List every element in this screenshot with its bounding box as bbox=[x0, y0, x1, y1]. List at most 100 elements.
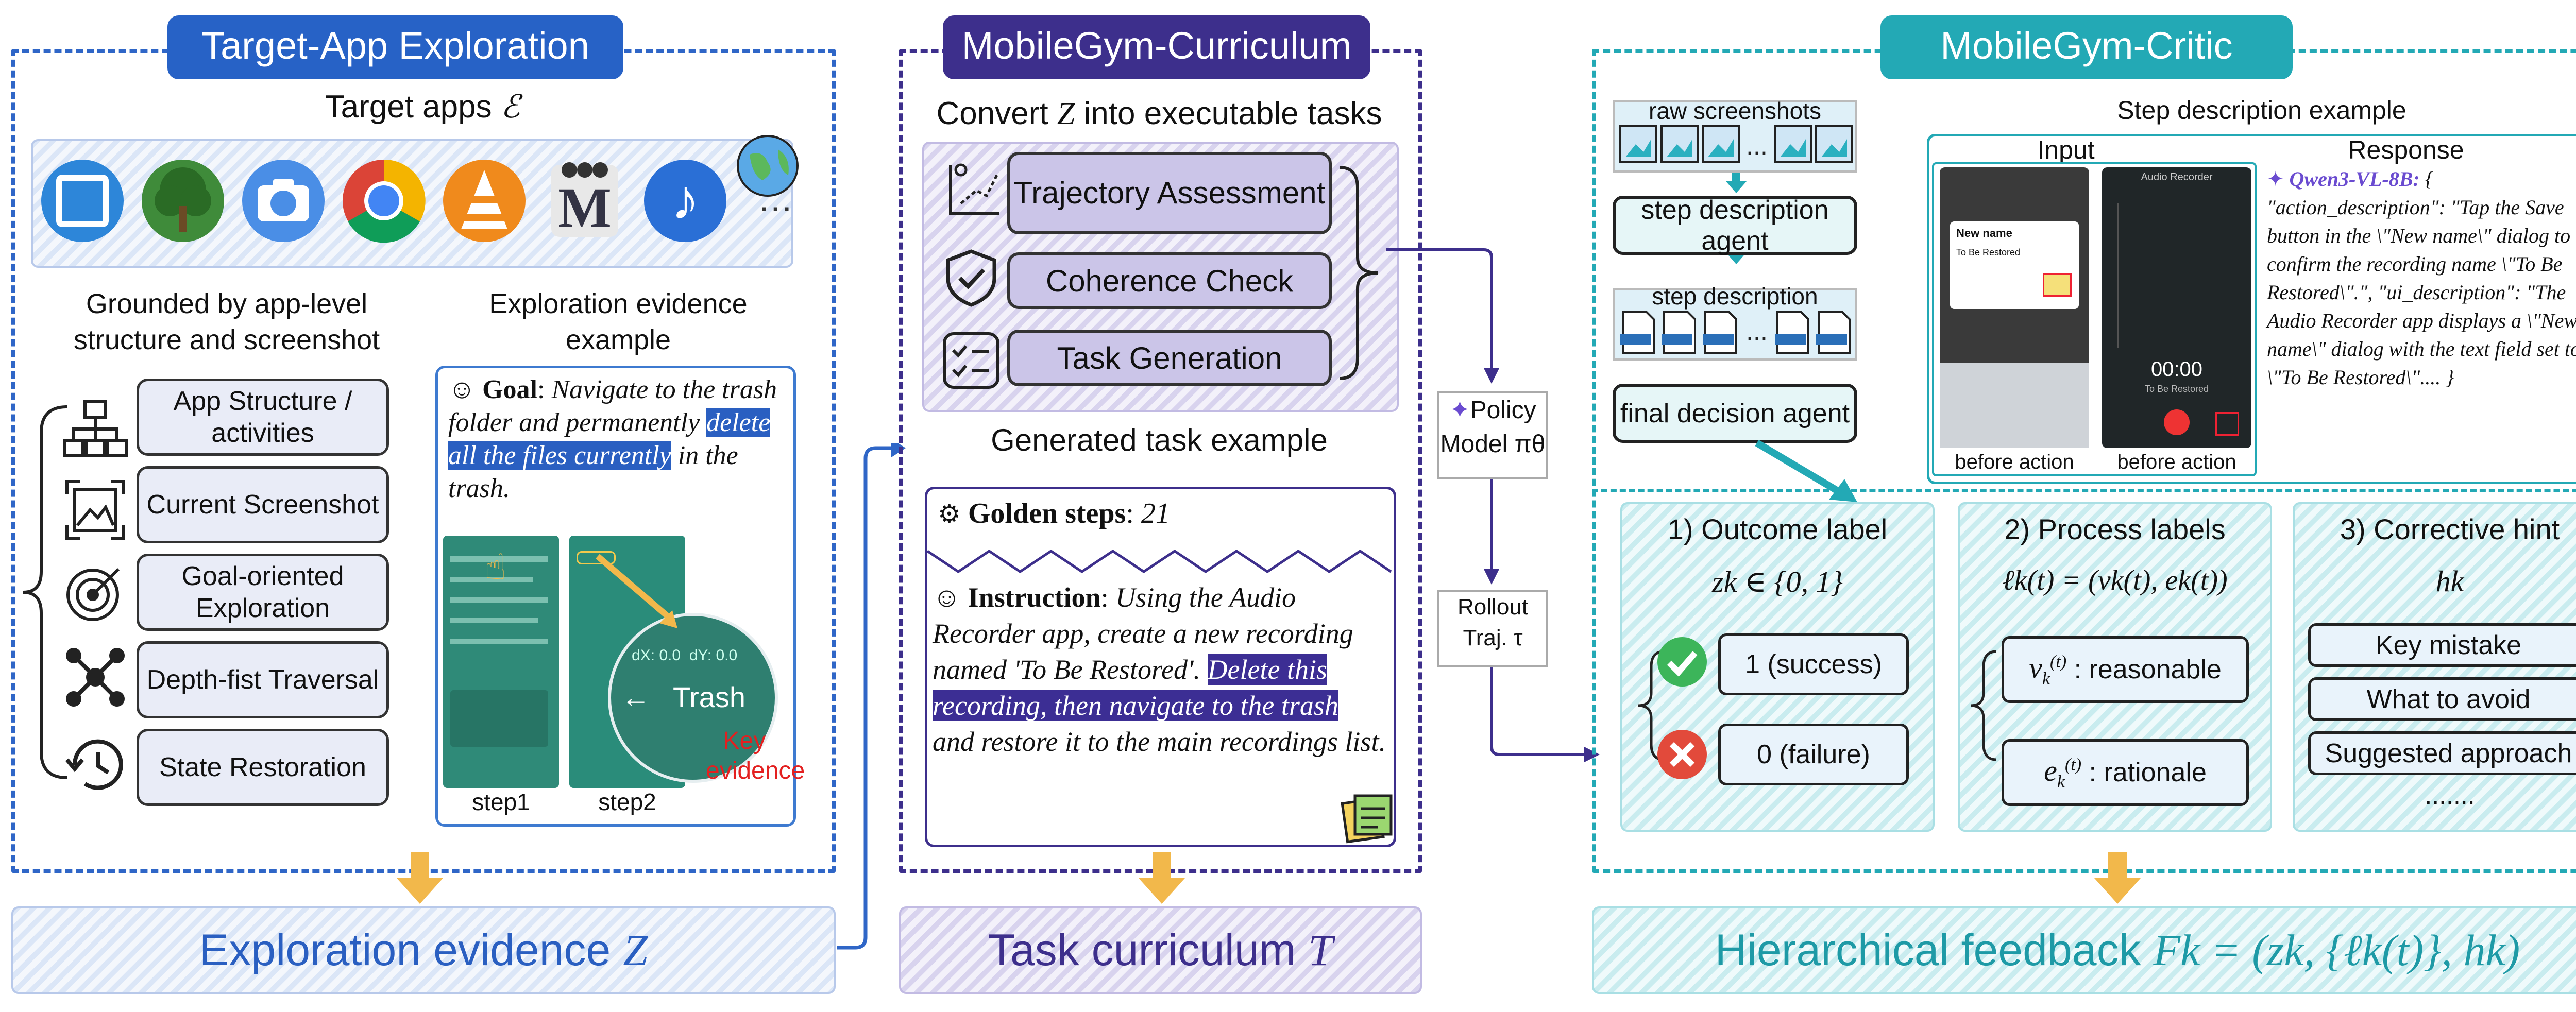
qwen-logo-icon: ✦ bbox=[2267, 167, 2284, 191]
evidence-to-curriculum-arrow bbox=[837, 443, 906, 950]
exploration-phone-1 bbox=[443, 536, 559, 788]
critic-output-label: Hierarchical feedback Fk = (zk, {ℓk(t)},… bbox=[1715, 925, 2520, 975]
tree-app-icon bbox=[142, 160, 224, 242]
step2-label: step2 bbox=[598, 788, 656, 815]
hint-what-to-avoid: What to avoid bbox=[2308, 677, 2576, 721]
outcome-brace bbox=[1638, 650, 1665, 761]
before-action-label-1: before action bbox=[1955, 451, 2074, 473]
input-phone-1: New name To Be Restored bbox=[1940, 167, 2089, 448]
outcome-formula: zk ∈ {0, 1} bbox=[1712, 565, 1843, 598]
curriculum-brace bbox=[1339, 166, 1379, 380]
before-action-label-2: before action bbox=[2117, 451, 2236, 473]
example-title: Step description example bbox=[2117, 96, 2406, 125]
response-label: Response bbox=[2348, 135, 2464, 164]
e-label-box: ek(t) : rationale bbox=[2002, 739, 2249, 806]
outcome-title: 1) Outcome label bbox=[1667, 513, 1888, 545]
step-description-agent-box: step description agent bbox=[1613, 195, 1857, 256]
step-state-restoration: State Restoration bbox=[137, 729, 389, 806]
steps-brace bbox=[23, 405, 67, 779]
grounded-label: Grounded by app-level structure and scre… bbox=[73, 288, 380, 355]
trajectory-assessment-box: Trajectory Assessment bbox=[1007, 152, 1332, 234]
graph-nodes-icon bbox=[66, 648, 125, 707]
step-app-structure: App Structure / activities bbox=[137, 379, 389, 456]
response-text: ✦ Qwen3-VL-8B: { "action_description": "… bbox=[2267, 167, 2576, 389]
txt-file-icons: ... bbox=[1620, 311, 1851, 354]
markor-app-icon: M bbox=[551, 162, 618, 239]
app-icons: M ♪ … bbox=[41, 135, 799, 243]
svg-text:...: ... bbox=[1746, 317, 1768, 346]
input-phone-2: Audio Recorder 00:00 To Be Restored bbox=[2102, 167, 2251, 448]
svg-text:♪: ♪ bbox=[671, 168, 700, 231]
step1-label: step1 bbox=[472, 788, 530, 815]
step-goal-exploration: Goal-oriented Exploration bbox=[137, 554, 389, 631]
check-circle-icon bbox=[1657, 637, 1707, 687]
step-depth-first: Depth-fist Traversal bbox=[137, 641, 389, 718]
step-description-label: step description bbox=[1652, 283, 1818, 310]
exploration-output-label: Exploration evidence Z bbox=[199, 925, 648, 975]
svg-text:...: ... bbox=[1746, 131, 1768, 160]
convert-label: Convert Z into executable tasks bbox=[936, 96, 1382, 131]
more-apps-ellipsis: … bbox=[757, 179, 793, 219]
curriculum-output-label: Task curriculum T bbox=[988, 925, 1333, 975]
curriculum-title: MobileGym-Curriculum bbox=[943, 15, 1370, 79]
exploration-down-arrow bbox=[397, 852, 443, 904]
critic-title: MobileGym-Critic bbox=[1880, 15, 2293, 79]
exploration-output-box bbox=[11, 906, 836, 994]
failure-box: 0 (failure) bbox=[1718, 724, 1909, 785]
process-formula: ℓk(t) = (vk(t), ek(t)) bbox=[2002, 564, 2228, 596]
instruction-text: ☺ Instruction: Using the Audio Recorder … bbox=[933, 582, 1386, 757]
shield-check-icon bbox=[946, 249, 996, 307]
raw-screenshots-label: raw screenshots bbox=[1649, 97, 1821, 124]
hint-box bbox=[2293, 502, 2576, 832]
feedback-area bbox=[1592, 489, 2576, 870]
camera-app-icon bbox=[242, 160, 325, 242]
hint-suggested-approach: Suggested approach bbox=[2308, 731, 2576, 775]
target-icon bbox=[66, 568, 120, 621]
square-app-icon bbox=[41, 160, 124, 242]
qwen-logo-icon: ✦ bbox=[1449, 397, 1470, 424]
coherence-check-box: Coherence Check bbox=[1007, 252, 1332, 309]
exploration-title: Target-App Exploration bbox=[167, 15, 623, 79]
cross-circle-icon bbox=[1657, 730, 1707, 779]
history-icon bbox=[65, 739, 123, 790]
key-evidence-label: Key evidence bbox=[706, 727, 805, 784]
v-label-box: vk(t) : reasonable bbox=[2002, 636, 2249, 703]
golden-steps: ⚙ Golden steps: 21 bbox=[938, 498, 1170, 529]
critic-down-arrow bbox=[2094, 852, 2141, 904]
trajectory-icon bbox=[949, 163, 999, 215]
hint-title: 3) Corrective hint bbox=[2340, 513, 2560, 545]
trash-zoom-circle: dX: 0.0 dY: 0.0 ← Trash bbox=[608, 613, 778, 783]
screenshot-icon bbox=[65, 480, 125, 540]
final-decision-agent-box: final decision agent bbox=[1613, 384, 1857, 443]
zigzag-divider bbox=[927, 549, 1392, 574]
input-label: Input bbox=[2037, 135, 2095, 164]
vlc-icon bbox=[443, 160, 526, 242]
hint-more: ....... bbox=[2425, 781, 2475, 810]
goal-text: ☺ Goal: Navigate to the trash folder and… bbox=[448, 375, 777, 503]
evidence-arrow bbox=[596, 554, 677, 628]
target-apps-label: Target apps ℰ bbox=[325, 89, 520, 125]
curriculum-output-box bbox=[899, 906, 1422, 994]
process-title: 2) Process labels bbox=[2004, 513, 2226, 545]
task-generation-box: Task Generation bbox=[1007, 330, 1332, 386]
critic-output-box bbox=[1592, 906, 2576, 994]
sticky-note-icon bbox=[1341, 794, 1393, 844]
process-brace bbox=[1970, 650, 1997, 761]
checklist-icon bbox=[943, 332, 999, 389]
hierarchy-icon bbox=[63, 400, 128, 457]
input-region bbox=[1932, 162, 2257, 476]
hand-icon: ☝ bbox=[484, 547, 506, 587]
svg-text:M: M bbox=[558, 176, 612, 239]
screenshot-thumbs: ... bbox=[1619, 125, 1853, 163]
globe-icon bbox=[737, 135, 799, 197]
curriculum-down-arrow bbox=[1139, 852, 1185, 904]
music-app-icon: ♪ bbox=[644, 160, 726, 242]
hint-symbol: hk bbox=[2435, 564, 2464, 598]
policy-rollout-arrows bbox=[1386, 248, 1600, 762]
chrome-icon bbox=[343, 159, 426, 243]
success-box: 1 (success) bbox=[1718, 633, 1909, 695]
evidence-title: Exploration evidence example bbox=[489, 288, 748, 355]
hint-key-mistake: Key mistake bbox=[2308, 623, 2576, 667]
